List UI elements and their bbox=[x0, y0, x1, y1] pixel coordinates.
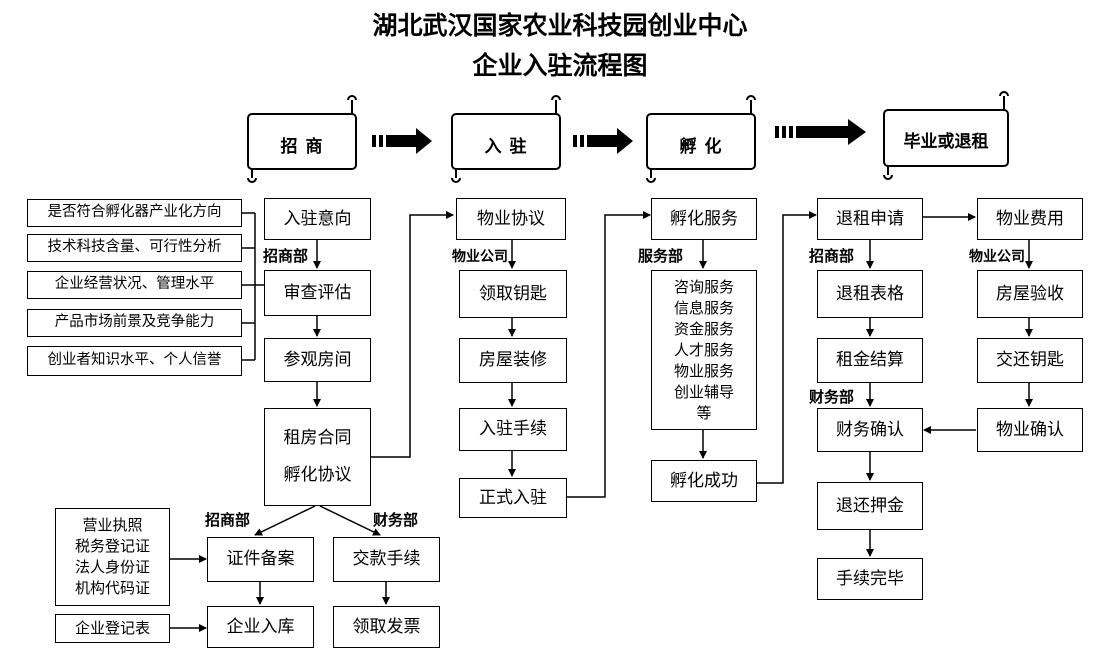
step-payment: 交款手续 bbox=[333, 537, 440, 582]
incubation-agreement-label: 孵化协议 bbox=[283, 465, 352, 485]
service-item: 等 bbox=[696, 404, 712, 422]
step-incubation-service: 孵化服务 bbox=[651, 198, 757, 240]
service-item: 咨询服务 bbox=[673, 278, 734, 296]
step-cert-filing: 证件备案 bbox=[207, 537, 314, 582]
step-formal-checkin: 正式入驻 bbox=[459, 478, 567, 518]
step-finance-confirm: 财务确认 bbox=[817, 408, 923, 452]
diagram-title-line1: 湖北武汉国家农业科技园创业中心 bbox=[372, 11, 748, 40]
register-form-box: 企业登记表 bbox=[55, 614, 170, 643]
doc-item: 营业执照 bbox=[82, 516, 143, 534]
services-list: 咨询服务 信息服务 资金服务 人才服务 物业服务 创业辅导 等 bbox=[651, 270, 757, 430]
step-house-inspection: 房屋验收 bbox=[977, 270, 1083, 318]
dept-label: 招商部 bbox=[809, 247, 855, 265]
step-enterprise-storage: 企业入库 bbox=[207, 606, 314, 648]
step-intent: 入驻意向 bbox=[264, 198, 371, 240]
step-property-agreement: 物业协议 bbox=[456, 198, 566, 240]
step-visit: 参观房间 bbox=[264, 338, 371, 382]
step-incubation-success: 孵化成功 bbox=[651, 460, 757, 502]
stage-arrow-icon bbox=[372, 119, 866, 154]
dept-label: 物业公司 bbox=[969, 249, 1025, 265]
criteria-box: 企业经营状况、管理水平 bbox=[27, 271, 242, 299]
stage-label-ruzhu: 入 驻 bbox=[484, 137, 528, 157]
step-return-keys: 交还钥匙 bbox=[977, 338, 1083, 383]
diagram-title-line2: 企业入驻流程图 bbox=[472, 51, 648, 80]
step-deposit-refund: 退还押金 bbox=[817, 482, 923, 530]
service-item: 资金服务 bbox=[673, 320, 734, 338]
criteria-box: 是否符合孵化器产业化方向 bbox=[27, 199, 242, 227]
step-lease-contract: 租房合同 孵化协议 bbox=[264, 408, 371, 506]
step-rent-settlement: 租金结算 bbox=[817, 338, 923, 383]
stage-label-graduate: 毕业或退租 bbox=[903, 132, 989, 152]
dept-label: 招商部 bbox=[263, 247, 309, 265]
stage-label-fuhua: 孵 化 bbox=[679, 137, 723, 157]
step-procedure-complete: 手续完毕 bbox=[817, 558, 923, 600]
documents-box: 营业执照 税务登记证 法人身份证 机构代码证 bbox=[55, 508, 170, 606]
service-item: 创业辅导 bbox=[673, 383, 734, 401]
step-renovation: 房屋装修 bbox=[459, 338, 567, 383]
service-item: 人才服务 bbox=[673, 341, 734, 359]
step-checkin-procedure: 入驻手续 bbox=[459, 408, 567, 451]
dept-label: 财务部 bbox=[373, 511, 419, 529]
dept-label: 招商部 bbox=[205, 511, 251, 529]
step-invoice: 领取发票 bbox=[333, 606, 440, 648]
step-termination-form: 退租表格 bbox=[817, 270, 923, 318]
step-property-confirm: 物业确认 bbox=[977, 408, 1083, 452]
criteria-box: 产品市场前景及竞争能力 bbox=[27, 309, 242, 337]
dept-label: 物业公司 bbox=[452, 249, 508, 265]
step-lease-termination-apply: 退租申请 bbox=[817, 198, 923, 240]
doc-item: 法人身份证 bbox=[74, 558, 150, 576]
dept-label: 服务部 bbox=[638, 247, 684, 265]
doc-item: 税务登记证 bbox=[74, 537, 150, 555]
step-property-fee: 物业费用 bbox=[977, 198, 1083, 240]
stage-label-zhaoshang: 招 商 bbox=[280, 137, 324, 157]
step-get-keys: 领取钥匙 bbox=[459, 270, 567, 318]
lease-contract-label: 租房合同 bbox=[283, 428, 352, 449]
doc-item: 机构代码证 bbox=[74, 579, 150, 597]
service-item: 物业服务 bbox=[673, 362, 734, 380]
criteria-box: 技术科技含量、可行性分析 bbox=[27, 234, 242, 262]
service-item: 信息服务 bbox=[673, 299, 734, 317]
step-review: 审查评估 bbox=[264, 270, 371, 316]
criteria-box: 创业者知识水平、个人信誉 bbox=[27, 346, 242, 376]
dept-label: 财务部 bbox=[809, 388, 855, 406]
